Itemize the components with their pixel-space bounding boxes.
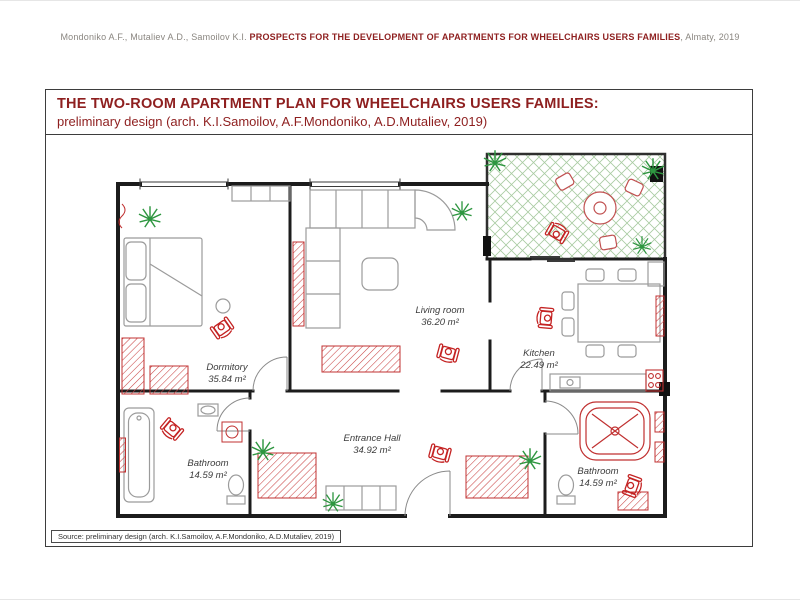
windows bbox=[139, 178, 575, 262]
bed-canopy bbox=[118, 203, 126, 229]
room-label-dormitory-area: 35.84 m² bbox=[208, 374, 246, 385]
outer-walls bbox=[116, 182, 667, 518]
citation-authors: Mondoniko A.F., Mutaliev A.D., Samoilov … bbox=[60, 32, 250, 42]
door-swings bbox=[216, 356, 579, 517]
kitchen-stove bbox=[645, 369, 664, 392]
room-label-living-name: Living room bbox=[415, 305, 464, 316]
wheelchair-icon bbox=[157, 416, 185, 443]
room-label-dormitory-name: Dormitory bbox=[206, 362, 248, 373]
bathroom-right-toilet bbox=[556, 474, 576, 505]
room-label-bathroom-right-name: Bathroom bbox=[577, 466, 618, 477]
tv-unit bbox=[321, 345, 401, 373]
terrace-floor bbox=[485, 152, 667, 261]
room-label-living-area: 36.20 m² bbox=[421, 317, 459, 328]
living-furniture bbox=[305, 189, 456, 329]
floor-plan: Dormitory 35.84 m² Living room 36.20 m² … bbox=[116, 149, 670, 518]
dormitory-furniture bbox=[123, 185, 291, 327]
wheelchair-icon bbox=[427, 443, 453, 465]
room-label-kitchen-name: Kitchen bbox=[523, 348, 555, 359]
room-label-hall-name: Entrance Hall bbox=[343, 433, 401, 444]
wheelchair-icon bbox=[535, 306, 555, 330]
room-label-hall-area: 34.92 m² bbox=[353, 445, 391, 456]
bathroom-left-fixtures bbox=[119, 421, 243, 473]
room-label-bathroom-left-name: Bathroom bbox=[187, 458, 228, 469]
panel-title: THE TWO-ROOM APARTMENT PLAN FOR WHEELCHA… bbox=[57, 96, 599, 112]
hall-closets bbox=[257, 452, 529, 499]
room-labels: Dormitory 35.84 m² Living room 36.20 m² … bbox=[187, 305, 618, 489]
wheelchair-icon bbox=[209, 315, 237, 342]
kitchen-cabinet bbox=[655, 295, 665, 337]
plant-icon bbox=[451, 200, 473, 222]
plant-icon bbox=[138, 205, 162, 228]
source-caption: Source: preliminary design (arch. K.I.Sa… bbox=[51, 530, 342, 543]
bathroom-left-furniture bbox=[123, 403, 246, 505]
room-label-bathroom-right-area: 14.59 m² bbox=[579, 478, 617, 489]
hall-cabinet bbox=[325, 485, 397, 511]
kitchen-furniture bbox=[549, 261, 665, 392]
terrace-furniture bbox=[555, 172, 644, 251]
bathroom-right-jacuzzi bbox=[579, 401, 651, 461]
panel-subtitle: preliminary design (arch. K.I.Samoilov, … bbox=[57, 114, 488, 129]
dormitory-wardrobes bbox=[121, 241, 305, 395]
citation-suffix: , Almaty, 2019 bbox=[680, 32, 740, 42]
citation-header: Mondoniko A.F., Mutaliev A.D., Samoilov … bbox=[0, 32, 800, 42]
citation-title: PROSPECTS FOR THE DEVELOPMENT OF APARTME… bbox=[249, 32, 681, 42]
room-label-kitchen-area: 22.49 m² bbox=[519, 360, 558, 371]
wheelchair-icon bbox=[435, 343, 461, 365]
plan-panel: THE TWO-ROOM APARTMENT PLAN FOR WHEELCHA… bbox=[45, 89, 753, 547]
room-label-bathroom-left-area: 14.59 m² bbox=[189, 470, 227, 481]
title-block: THE TWO-ROOM APARTMENT PLAN FOR WHEELCHA… bbox=[46, 90, 752, 135]
bathroom-right-fixtures bbox=[617, 411, 665, 511]
